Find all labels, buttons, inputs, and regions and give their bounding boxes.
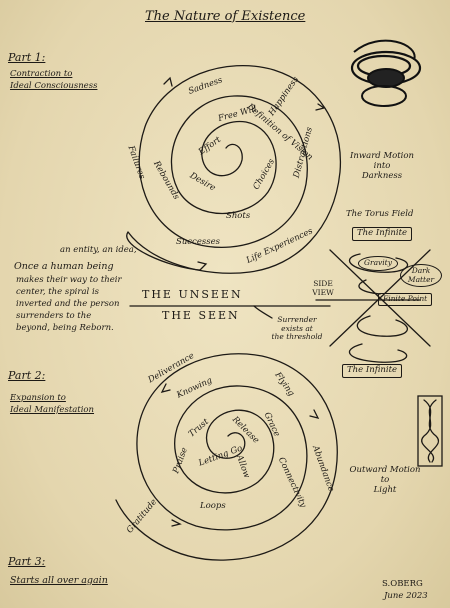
- surrender-note: Surrender exists at the threshold: [262, 315, 332, 342]
- note-line-4: inverted and the person: [16, 299, 120, 309]
- page-title: The Nature of Existence: [145, 9, 306, 24]
- part1-subtitle-1: Contraction to: [10, 69, 73, 79]
- inward-motion-label: Inward Motion into Darkness: [342, 151, 422, 181]
- part2-subtitle-2: Ideal Manifestation: [10, 405, 95, 415]
- dark-matter-line-2: Matter: [407, 274, 435, 284]
- arrowhead-1: [163, 76, 173, 87]
- lower-spiral: [115, 353, 338, 561]
- upper-spiral-tail: [126, 231, 201, 271]
- finite-point-label: Finite Point: [378, 293, 433, 306]
- upper-spiral: [127, 65, 342, 274]
- side-view-line-2: VIEW: [312, 287, 334, 297]
- dark-matter-line-1: Dark: [411, 266, 431, 275]
- dark-matter-label: Dark Matter: [400, 264, 442, 288]
- outward-line-2: to: [380, 474, 390, 485]
- outward-line-3: Light: [373, 484, 397, 495]
- infinite-bottom-label: The Infinite: [342, 364, 403, 378]
- infinite-top-label: The Infinite: [352, 227, 413, 241]
- arrowhead-5: [309, 409, 320, 419]
- note-line-2: makes their way to their: [16, 275, 122, 285]
- note-line-3: center, the spiral is: [16, 287, 100, 297]
- signature-name: S.OBERG: [382, 579, 423, 589]
- spiral-word: Shots: [226, 211, 251, 221]
- inward-line-1: Inward Motion: [350, 151, 414, 161]
- spiral-word: Loops: [200, 501, 226, 511]
- surrender-line-2: exists at: [281, 323, 313, 333]
- arrowhead-6: [171, 519, 182, 527]
- outward-line-1: Outward Motion: [349, 465, 421, 475]
- part3-heading: Part 3:: [8, 555, 46, 568]
- scribble-swirl-icon: [350, 39, 422, 107]
- arrowhead-2: [315, 103, 326, 111]
- part2-heading: Part 2:: [8, 369, 46, 382]
- part1-heading: Part 1:: [8, 51, 46, 64]
- note-line-6: beyond, being Reborn.: [16, 323, 114, 333]
- surrender-line-3: the threshold: [271, 332, 323, 342]
- arrowhead-3: [197, 261, 208, 271]
- part3-subtitle: Starts all over again: [10, 575, 108, 586]
- side-view-line-1: SIDE: [313, 279, 333, 288]
- surrender-arrow: [253, 305, 273, 319]
- side-view-label: SIDE VIEW: [308, 279, 338, 297]
- dna-helix-icon: [417, 395, 443, 467]
- note-aside: an entity, an idea,: [60, 245, 137, 255]
- note-line-5: surrenders to the: [16, 311, 92, 321]
- outward-motion-label: Outward Motion to Light: [340, 465, 430, 495]
- signature-date: June 2023: [384, 591, 428, 601]
- unseen-label: THE UNSEEN: [142, 288, 243, 301]
- part2-subtitle-1: Expansion to: [10, 393, 66, 403]
- torus-field-label: The Torus Field: [346, 209, 414, 219]
- surrender-line-1: Surrender: [277, 315, 317, 324]
- part1-subtitle-2: Ideal Consciousness: [10, 81, 98, 91]
- arrowhead-4: [160, 383, 171, 393]
- seen-label: THE SEEN: [162, 309, 240, 322]
- spiral-word: Successes: [176, 237, 220, 247]
- inward-line-2: into: [373, 160, 391, 171]
- inward-line-3: Darkness: [361, 170, 403, 181]
- gravity-label: Gravity: [358, 256, 398, 271]
- note-line-1: Once a human being: [14, 261, 114, 272]
